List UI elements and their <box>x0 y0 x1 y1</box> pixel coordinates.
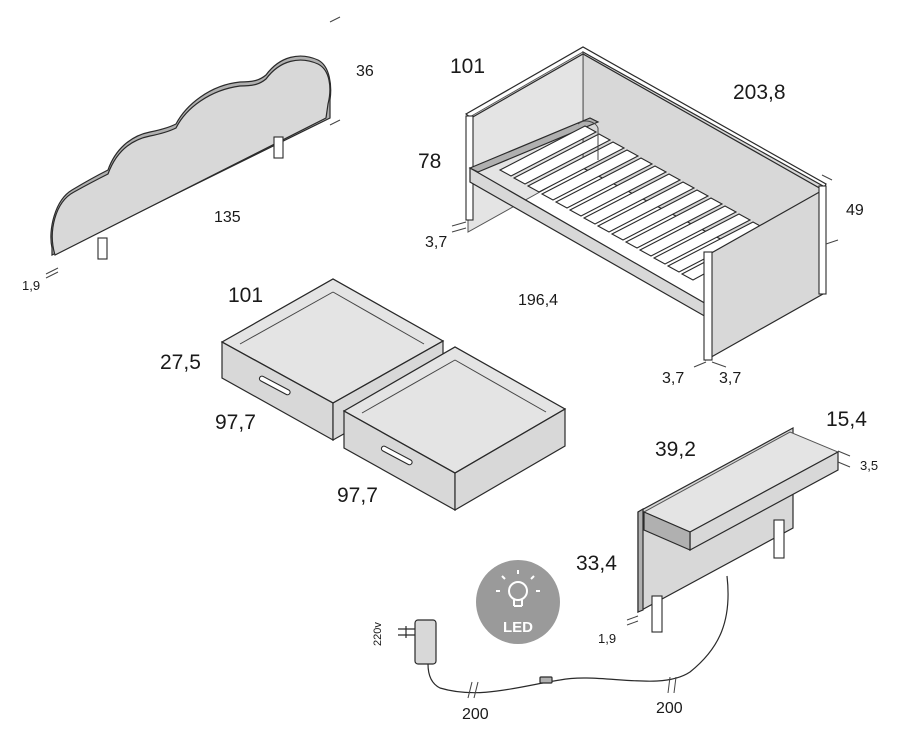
shelf-width-label: 39,2 <box>655 438 696 461</box>
headboard-bracket-right <box>273 136 284 159</box>
shelf-thickness-label: 3,5 <box>860 458 878 473</box>
bed-inner-length-label: 196,4 <box>518 292 558 309</box>
led-badge-label: LED <box>503 619 533 636</box>
bed-leg-left-label: 3,7 <box>425 234 447 251</box>
bed-side-height-label: 49 <box>846 202 864 219</box>
led-shelf <box>626 426 851 633</box>
shelf-bracket-right <box>773 519 785 559</box>
led-cable-1-label: 200 <box>462 706 489 723</box>
led-cable-2-label: 200 <box>656 700 683 717</box>
headboard-thickness-label: 1,9 <box>22 278 40 293</box>
drawer-width-label: 101 <box>228 284 263 307</box>
bed-leg-b-label: 3,7 <box>719 370 741 387</box>
bed-frame <box>451 46 839 368</box>
power-adapter <box>398 575 729 699</box>
led-voltage-label: 220v <box>372 622 384 646</box>
drawer-right <box>342 346 567 512</box>
bed-leg-a-label: 3,7 <box>662 370 684 387</box>
shelf-bracket-left <box>651 595 663 633</box>
shelf-depth-label: 15,4 <box>826 408 867 431</box>
drawer-depth-2-label: 97,7 <box>337 484 378 507</box>
headboard-bracket-left <box>97 237 108 260</box>
drawer-height-label: 27,5 <box>160 351 201 374</box>
headboard-height-label: 36 <box>356 63 374 80</box>
bed-height-label: 78 <box>418 150 441 173</box>
shelf-height-label: 33,4 <box>576 552 617 575</box>
headboard-width-label: 135 <box>214 209 241 226</box>
drawer-depth-1-label: 97,7 <box>215 411 256 434</box>
bulb-icon <box>496 570 540 607</box>
bed-width-label: 101 <box>450 55 485 78</box>
led-badge: LED <box>476 560 560 644</box>
shelf-panel-thickness-label: 1,9 <box>598 631 616 646</box>
bed-length-label: 203,8 <box>733 81 786 104</box>
cloud-headboard <box>45 16 341 279</box>
